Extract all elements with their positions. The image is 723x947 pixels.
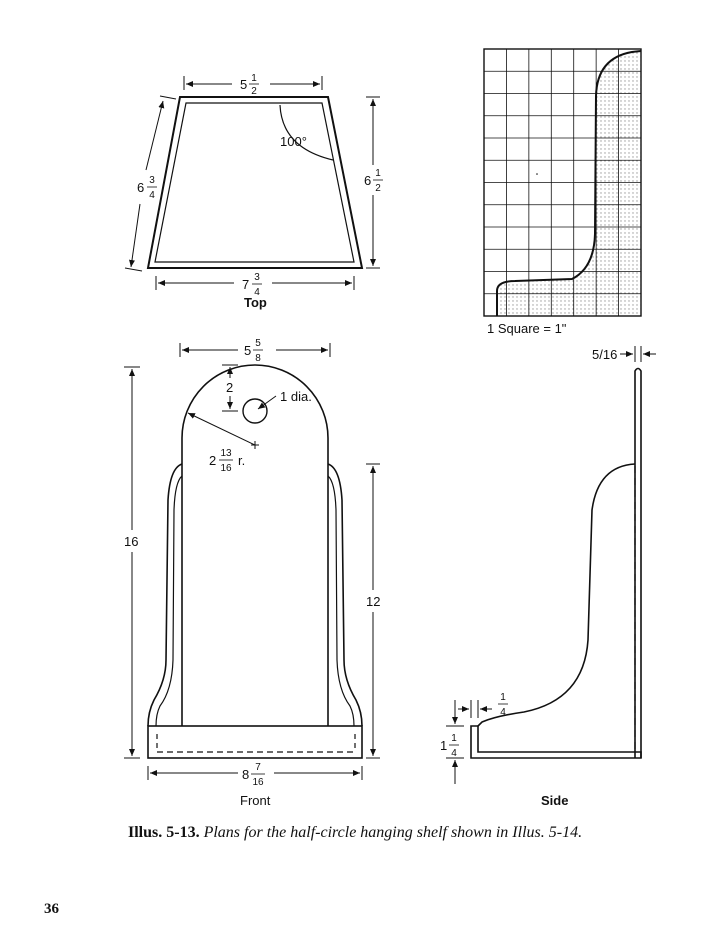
top-width-num: 1 bbox=[251, 73, 257, 84]
top-left-den: 4 bbox=[149, 190, 155, 201]
side-view-labels: 5/16 1 4 1 1 4 Side bbox=[440, 347, 617, 808]
front-width-num: 5 bbox=[255, 338, 261, 349]
front-radius-den: 16 bbox=[220, 463, 232, 474]
top-view-label: Top bbox=[244, 295, 267, 310]
side-lip-num: 1 bbox=[500, 692, 506, 703]
front-hole-offset: 2 bbox=[226, 380, 233, 395]
caption-lead: Illus. 5-13. bbox=[128, 824, 200, 841]
top-left-whole: 6 bbox=[137, 180, 144, 195]
side-view-label: Side bbox=[541, 793, 568, 808]
top-bottom-den: 4 bbox=[254, 287, 260, 298]
top-width-den: 2 bbox=[251, 86, 257, 97]
top-view-labels: 5 1 2 6 3 4 6 1 2 7 3 4 100° Top bbox=[137, 73, 383, 310]
side-base-den: 4 bbox=[451, 748, 457, 759]
front-height: 16 bbox=[124, 534, 138, 549]
front-view-label: Front bbox=[240, 793, 271, 808]
top-right-whole: 6 bbox=[364, 173, 371, 188]
front-view bbox=[124, 343, 380, 780]
grid-scale-note: 1 Square = 1" bbox=[487, 321, 567, 336]
side-base-num: 1 bbox=[451, 733, 457, 744]
top-right-num: 1 bbox=[375, 168, 381, 179]
front-width-whole: 5 bbox=[244, 343, 251, 358]
top-bottom-whole: 7 bbox=[242, 277, 249, 292]
side-thickness: 5/16 bbox=[592, 347, 617, 362]
front-bottom-den: 16 bbox=[252, 777, 264, 788]
front-bottom-whole: 8 bbox=[242, 767, 249, 782]
figure-caption: Illus. 5-13. Plans for the half-circle h… bbox=[128, 824, 688, 842]
front-side-height: 12 bbox=[366, 594, 380, 609]
top-width-whole: 5 bbox=[240, 77, 247, 92]
side-base-whole: 1 bbox=[440, 738, 447, 753]
caption-text: Plans for the half-circle hanging shelf … bbox=[203, 824, 583, 841]
front-view-labels: 5 5 8 2 1 dia. 2 13 16 r. 16 12 8 7 16 F… bbox=[124, 338, 380, 808]
front-bottom-num: 7 bbox=[255, 762, 261, 773]
top-angle: 100° bbox=[280, 134, 307, 149]
grid-pattern: 1 Square = 1" bbox=[483, 48, 642, 336]
front-hole-note: 1 dia. bbox=[280, 389, 312, 404]
page-number: 36 bbox=[44, 901, 59, 917]
front-radius-suffix: r. bbox=[238, 453, 245, 468]
top-bottom-num: 3 bbox=[254, 272, 260, 283]
top-left-num: 3 bbox=[149, 175, 155, 186]
top-view bbox=[124, 76, 380, 290]
front-width-den: 8 bbox=[255, 353, 261, 364]
top-right-den: 2 bbox=[375, 183, 381, 194]
side-lip-den: 4 bbox=[500, 707, 506, 718]
front-radius-num: 13 bbox=[220, 448, 232, 459]
front-radius-whole: 2 bbox=[209, 453, 216, 468]
side-view bbox=[446, 346, 656, 784]
